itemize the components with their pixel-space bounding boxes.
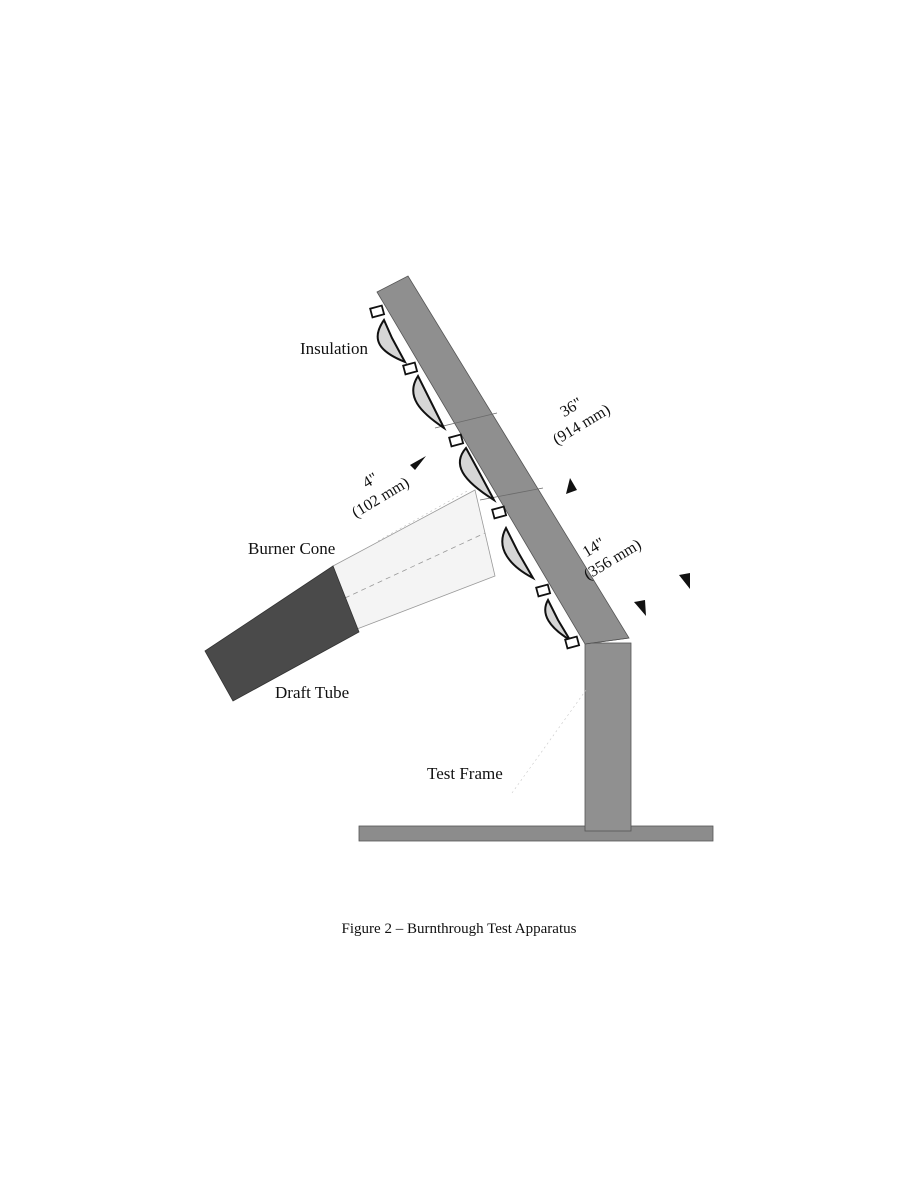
insulation-blanket <box>501 525 536 581</box>
dim-cone-in: 4" <box>360 470 381 492</box>
dim-panel: 36" (914 mm) <box>550 395 613 449</box>
clip <box>369 304 386 319</box>
clip <box>535 583 552 598</box>
arrowhead-lower-down <box>634 600 646 616</box>
insulation-blanket <box>376 317 408 364</box>
frame-leader <box>511 689 587 794</box>
insulation-label: Insulation <box>300 339 368 358</box>
clip <box>564 635 581 650</box>
insulation-blanket <box>412 373 447 431</box>
insulation-clips <box>369 304 581 650</box>
insulation-blankets <box>376 317 571 641</box>
arrowhead-panel-up <box>566 478 577 494</box>
frame-joint <box>584 637 630 645</box>
clip <box>491 505 508 520</box>
burner-cone-label: Burner Cone <box>248 539 335 558</box>
insulation-blanket <box>458 446 497 503</box>
draft-tube <box>204 565 360 702</box>
cone-top-extension <box>377 489 470 542</box>
frame-post <box>584 642 632 832</box>
test-frame-label: Test Frame <box>427 764 503 783</box>
dim-cone-mm: (102 mm) <box>349 474 412 521</box>
figure-caption: Figure 2 – Burnthrough Test Apparatus <box>341 921 577 937</box>
base-plate <box>358 825 714 842</box>
dim-cone: 4" (102 mm) <box>349 470 412 522</box>
cone-centerline <box>344 532 486 599</box>
arrowhead-outer-down <box>679 573 690 589</box>
draft-tube-label: Draft Tube <box>275 683 349 702</box>
clip <box>402 361 419 376</box>
arrowhead-cone-up <box>410 456 426 470</box>
frame-seam <box>434 412 498 429</box>
clip <box>448 433 465 448</box>
